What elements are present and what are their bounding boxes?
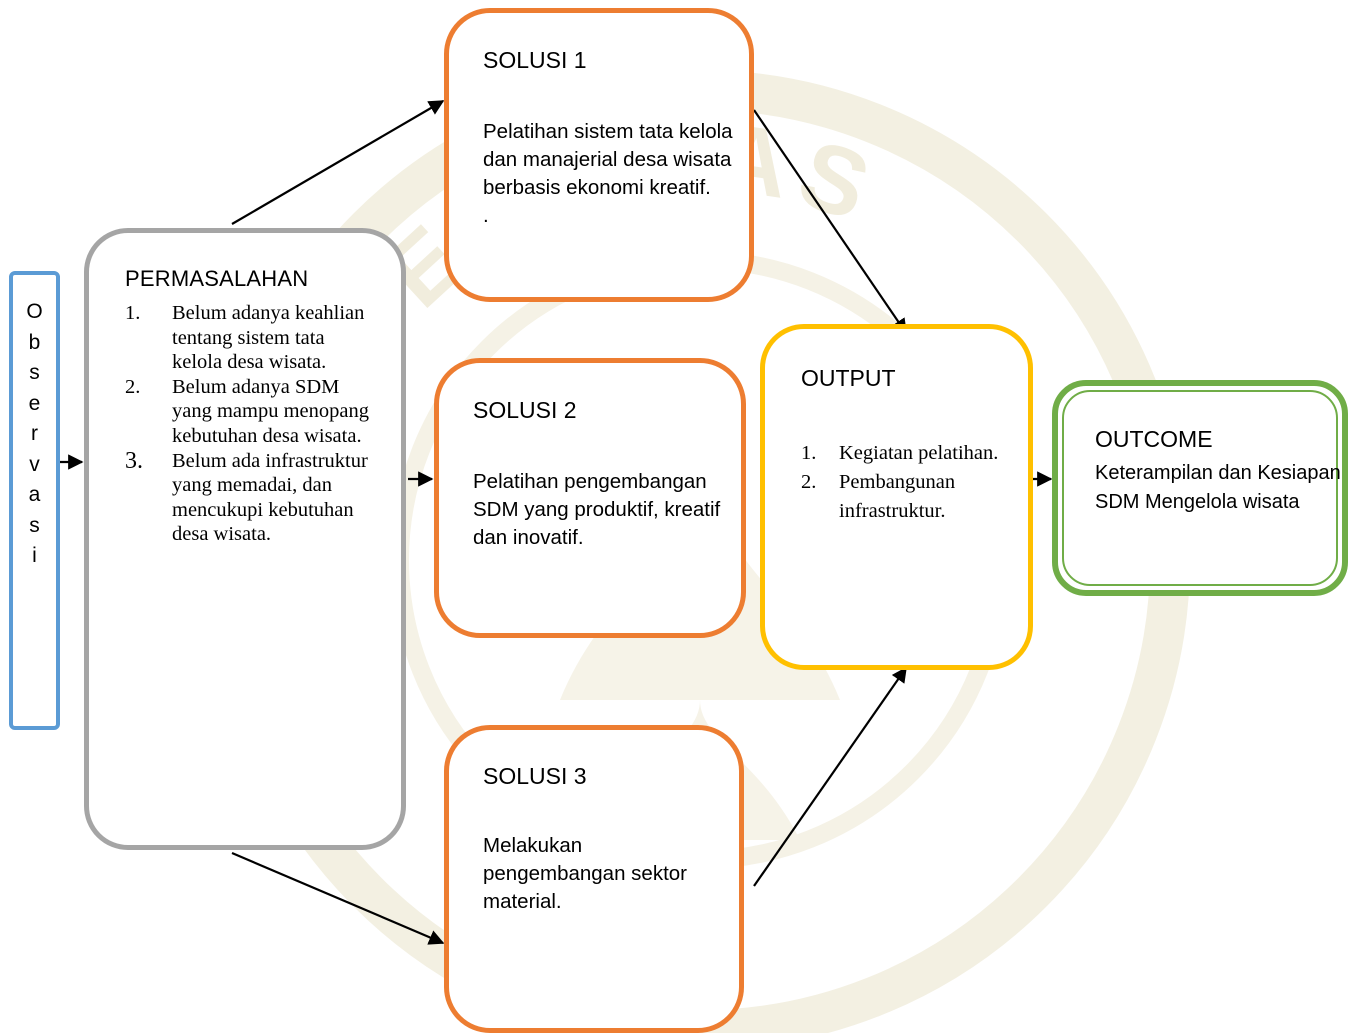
list-item: 2. Pembangunan infrastruktur. — [801, 468, 1021, 526]
arrow-solusi3-to-output — [753, 666, 907, 887]
list-item: 1. Kegiatan pelatihan. — [801, 439, 1021, 468]
outcome-inner-border — [1062, 390, 1338, 586]
list-number: 1. — [125, 302, 141, 324]
observasi-box: O b s e r v a s i — [9, 271, 60, 730]
solusi-1-text: Pelatihan sistem tata kelola dan manajer… — [483, 120, 733, 199]
outcome-title: OUTCOME — [1095, 426, 1213, 452]
solusi-1-extra: . — [483, 204, 489, 227]
list-number: 3. — [125, 447, 143, 474]
observasi-letter: s — [29, 513, 40, 537]
list-text: Belum adanya keahlian tentang sistem tat… — [172, 302, 365, 374]
list-number: 1. — [801, 442, 817, 464]
observasi-letter: a — [28, 483, 41, 506]
permasalahan-title: PERMASALAHAN — [125, 266, 309, 291]
output-list: 1. Kegiatan pelatihan. 2. Pembangunan in… — [801, 439, 1021, 526]
observasi-letter: e — [28, 391, 41, 415]
list-item: 2. Belum adanya SDM yang mampu menopang … — [125, 375, 375, 449]
observasi-letter: r — [31, 422, 38, 445]
arrow-permasalahan-to-solusi3 — [231, 851, 445, 945]
list-item: 1. Belum adanya keahlian tentang sistem … — [125, 301, 375, 375]
observasi-letter: O — [26, 300, 43, 323]
solusi-2-title: SOLUSI 2 — [473, 397, 577, 423]
list-text: Belum ada infrastruktur yang memadai, da… — [172, 449, 368, 546]
outcome-box: OUTCOME Keterampilan dan Kesiapan SDM Me… — [1052, 380, 1348, 596]
list-item: 3. Belum ada infrastruktur yang memadai,… — [125, 447, 375, 547]
observasi-letter: b — [28, 330, 41, 354]
solusi-3-title: SOLUSI 3 — [483, 763, 587, 789]
arrow-permasalahan-to-solusi1 — [231, 100, 445, 225]
solusi-3-text: Melakukan pengembangan sektor material. — [483, 834, 688, 913]
solusi-2-text: Pelatihan pengembangan SDM yang produkti… — [473, 470, 721, 549]
observasi-letter: i — [32, 544, 37, 567]
observasi-label: O b s e r v a s i — [13, 297, 56, 572]
output-title: OUTPUT — [801, 365, 896, 391]
arrow-solusi1-to-output — [753, 109, 907, 335]
observasi-letter: v — [29, 452, 40, 476]
solusi-1-body: Pelatihan sistem tata kelola dan manajer… — [483, 118, 743, 230]
solusi-1-box: SOLUSI 1 Pelatihan sistem tata kelola da… — [444, 8, 754, 302]
solusi-2-box: SOLUSI 2 Pelatihan pengembangan SDM yang… — [434, 358, 746, 638]
solusi-3-box: SOLUSI 3 Melakukan pengembangan sektor m… — [444, 725, 744, 1033]
outcome-text: Keterampilan dan Kesiapan SDM Mengelola … — [1095, 462, 1341, 513]
solusi-1-title: SOLUSI 1 — [483, 47, 587, 73]
output-box: OUTPUT 1. Kegiatan pelatihan. 2. Pembang… — [760, 324, 1033, 670]
list-text: Pembangunan infrastruktur. — [839, 471, 956, 522]
observasi-letter: s — [29, 361, 40, 384]
list-number: 2. — [801, 471, 817, 493]
permasalahan-box: PERMASALAHAN 1. Belum adanya keahlian te… — [84, 228, 406, 850]
list-number: 2. — [125, 375, 141, 398]
permasalahan-list: 1. Belum adanya keahlian tentang sistem … — [125, 301, 375, 547]
list-text: Belum adanya SDM yang mampu menopang keb… — [172, 375, 369, 447]
list-text: Kegiatan pelatihan. — [839, 442, 999, 464]
